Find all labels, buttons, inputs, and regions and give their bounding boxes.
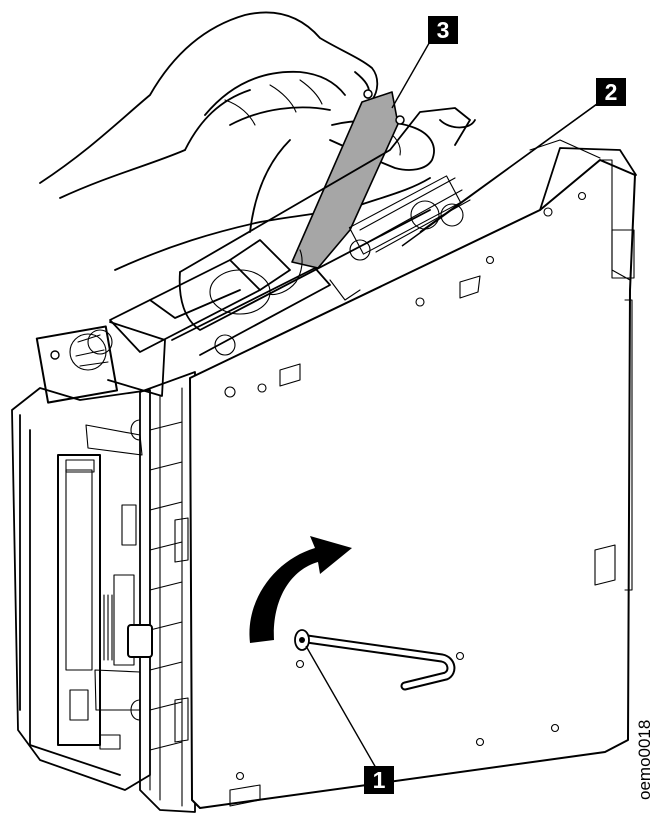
callout-leader-lines	[305, 37, 609, 769]
callout-1-label: 1	[373, 767, 386, 793]
callout-3: 3	[428, 16, 458, 44]
callout-2-label: 2	[605, 79, 618, 105]
drive-main-panel	[189, 139, 637, 809]
callout-1: 1	[364, 766, 394, 794]
tape-leader	[267, 89, 405, 296]
rotation-arrow-icon	[249, 536, 352, 643]
drive-side-frame	[11, 387, 151, 791]
drive-front-bezel	[127, 371, 196, 813]
callout-3-label: 3	[437, 17, 450, 43]
callout-2: 2	[596, 78, 626, 106]
hex-key-wrench	[294, 629, 456, 691]
drive-top-mechanism	[35, 107, 476, 404]
figure-id: oemo0018	[635, 720, 654, 800]
